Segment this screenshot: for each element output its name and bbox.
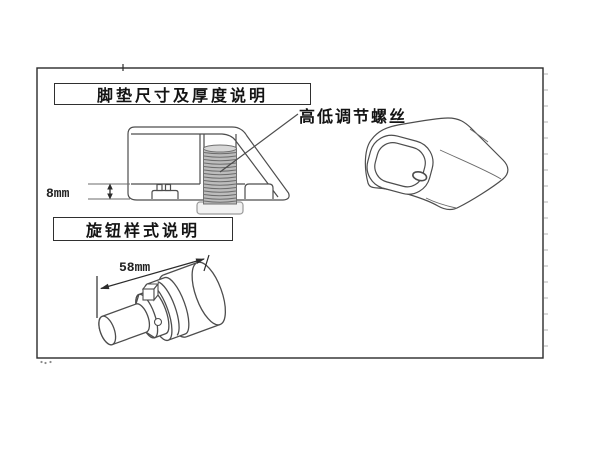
pad-thickness-dimension-label: 8mm — [46, 186, 70, 201]
adjust-screw-label: 高低调节螺丝 — [299, 109, 408, 126]
pad-inner-lines — [131, 133, 279, 198]
knob-pin-hole — [153, 317, 163, 327]
diagram-frame — [36, 64, 548, 365]
footpad-isometric-drawing — [364, 117, 509, 211]
pad-iso-front-face-inner — [374, 142, 426, 188]
pad-foot-right — [244, 183, 274, 199]
screw-hole — [412, 170, 428, 182]
knob-key — [141, 282, 160, 302]
section-title-footpad: 脚垫尺寸及厚度说明 — [54, 83, 311, 105]
dimension-58mm — [96, 254, 210, 318]
section-title-footpad-text: 脚垫尺寸及厚度说明 — [96, 88, 268, 105]
section-title-knob-text: 旋钮样式说明 — [85, 223, 200, 240]
section-title-knob: 旋钮样式说明 — [53, 217, 233, 241]
knob-end-face — [191, 261, 227, 326]
knob-length-dimension-label: 58mm — [119, 260, 151, 275]
pad-foot-left — [151, 183, 179, 199]
ruler-ticks — [544, 73, 548, 347]
dimension-8mm — [88, 183, 130, 200]
screw-channel — [203, 134, 237, 149]
pad-iso-seams — [425, 128, 502, 209]
frame-bottom-dots — [40, 360, 52, 365]
screw-threads — [203, 152, 237, 203]
adjustment-screw — [203, 144, 237, 205]
footpad-side-view-drawing — [88, 113, 299, 215]
knob-drawing — [96, 254, 227, 346]
screw-leader-line — [219, 113, 299, 173]
